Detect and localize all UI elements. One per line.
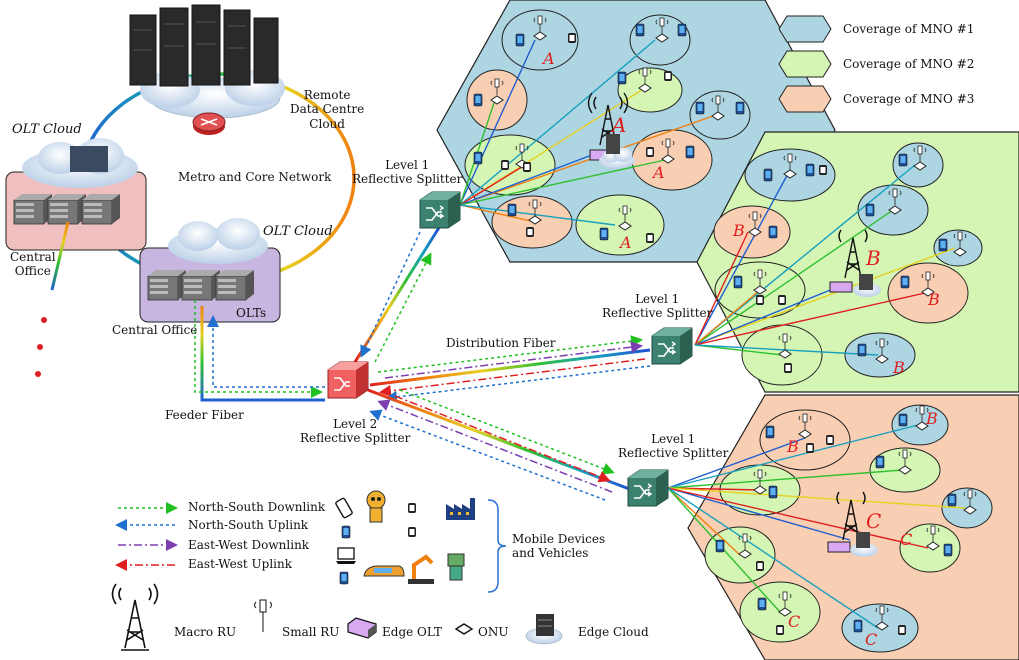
metro-core-label: Metro and Core Network xyxy=(178,170,332,184)
remote-data-centre-label: Remote Data Centre Cloud xyxy=(290,88,365,131)
link-legend-2: North-South Uplink xyxy=(188,518,309,532)
olt-cloud-1 xyxy=(22,138,138,188)
link-l2-l1-top xyxy=(353,225,442,363)
mno-markers: A A A A B B B B B B C C C C xyxy=(541,49,940,649)
factory-icon xyxy=(446,498,475,520)
marker-c: C xyxy=(866,509,881,533)
distribution-fiber-label: Distribution Fiber xyxy=(446,336,556,350)
link-l2-l1-bot xyxy=(367,388,633,501)
marker-a: A xyxy=(651,163,665,182)
level2-splitter-icon xyxy=(327,361,369,399)
feeder-fiber-label: Feeder Fiber xyxy=(165,408,244,422)
level1-mid-splitter-icon xyxy=(651,327,693,365)
fiber-fan-bot xyxy=(667,424,966,629)
macro-ru-icon xyxy=(111,583,159,651)
coverage-legend-3: Coverage of MNO #3 xyxy=(843,92,975,106)
feeder-fiber xyxy=(194,300,325,402)
olt-cloud-label-1: OLT Cloud xyxy=(12,122,82,137)
coverage-swatch-1 xyxy=(778,15,832,43)
equip-legend-macro: Macro RU xyxy=(174,625,237,639)
marker-b: B xyxy=(892,358,905,377)
level1-top-splitter-label: Level 1 Reflective Splitter xyxy=(352,158,463,187)
level1-mid-splitter-label: Level 1 Reflective Splitter xyxy=(602,292,713,321)
level1-bot-splitter-label: Level 1 Reflective Splitter xyxy=(618,432,729,461)
fiber-fan-mid xyxy=(694,164,956,356)
edge-olt-icon xyxy=(347,617,377,639)
central-office-label-1: Central Office xyxy=(10,250,56,279)
robot-arm-icon xyxy=(408,554,434,584)
smartwatch-icon xyxy=(408,503,416,513)
macro-sites xyxy=(587,92,868,541)
olts-label: OLTs xyxy=(236,306,267,320)
robot-icon xyxy=(366,490,386,523)
central-office-label-2: Central Office xyxy=(112,323,198,337)
link-legend xyxy=(115,502,178,571)
marker-b: B xyxy=(925,409,938,428)
marker-b: B xyxy=(732,221,745,240)
coverage-legend-2: Coverage of MNO #2 xyxy=(843,57,975,71)
marker-b: B xyxy=(786,437,799,456)
marker-a: A xyxy=(618,233,632,252)
coverage-swatch-2 xyxy=(778,50,832,78)
link-l2-l1-mid xyxy=(369,335,651,403)
marker-c: C xyxy=(900,530,912,549)
fiber-fan-top xyxy=(459,39,717,226)
ellipsis-dots xyxy=(35,317,47,377)
phone-icon xyxy=(335,497,353,519)
marker-a: A xyxy=(610,113,626,137)
mobile-devices-label: Mobile Devices and Vehicles xyxy=(512,532,606,561)
equip-legend-small: Small RU xyxy=(282,625,340,639)
marker-b: B xyxy=(927,290,940,309)
small-ru-icon xyxy=(254,599,272,632)
olt-rack-1 xyxy=(13,193,121,225)
level2-splitter-label: Level 2 Reflective Splitter xyxy=(300,417,411,446)
industrial-robot-icon xyxy=(447,553,465,581)
devices-brace xyxy=(487,499,507,593)
coverage-legend xyxy=(778,15,832,113)
onu-icon xyxy=(454,623,474,635)
device-gallery xyxy=(335,490,507,593)
equip-legend-edge-cloud: Edge Cloud xyxy=(578,625,649,639)
co1-fiber xyxy=(50,221,70,291)
olt-cloud-2 xyxy=(168,218,268,264)
phone-icon xyxy=(339,571,349,585)
phone-icon xyxy=(341,525,351,539)
smartwatch-icon xyxy=(408,527,416,537)
edge-sites xyxy=(589,134,881,557)
equip-legend-edge-olt: Edge OLT xyxy=(382,625,442,639)
vehicle-icon xyxy=(363,565,405,577)
coverage-swatch-3 xyxy=(778,85,832,113)
level1-bot-splitter-icon xyxy=(627,469,669,507)
remote-data-centre xyxy=(129,4,285,135)
equipment-legend xyxy=(111,583,563,651)
equip-legend-onu: ONU xyxy=(478,625,509,639)
level1-top-splitter-icon xyxy=(419,191,461,229)
link-legend-1: North-South Downlink xyxy=(188,500,326,514)
marker-c: C xyxy=(865,630,877,649)
link-legend-4: East-West Uplink xyxy=(188,557,293,571)
marker-c: C xyxy=(788,612,800,631)
link-legend-3: East-West Downlink xyxy=(188,538,310,552)
laptop-icon xyxy=(336,547,356,564)
olt-rack-2 xyxy=(147,269,255,301)
marker-a: A xyxy=(541,49,555,68)
marker-b: B xyxy=(865,246,881,270)
coverage-legend-1: Coverage of MNO #1 xyxy=(843,22,975,36)
edge-cloud-icon xyxy=(525,614,563,645)
router-icon xyxy=(192,112,226,135)
olt-cloud-label-2: OLT Cloud xyxy=(263,224,333,239)
